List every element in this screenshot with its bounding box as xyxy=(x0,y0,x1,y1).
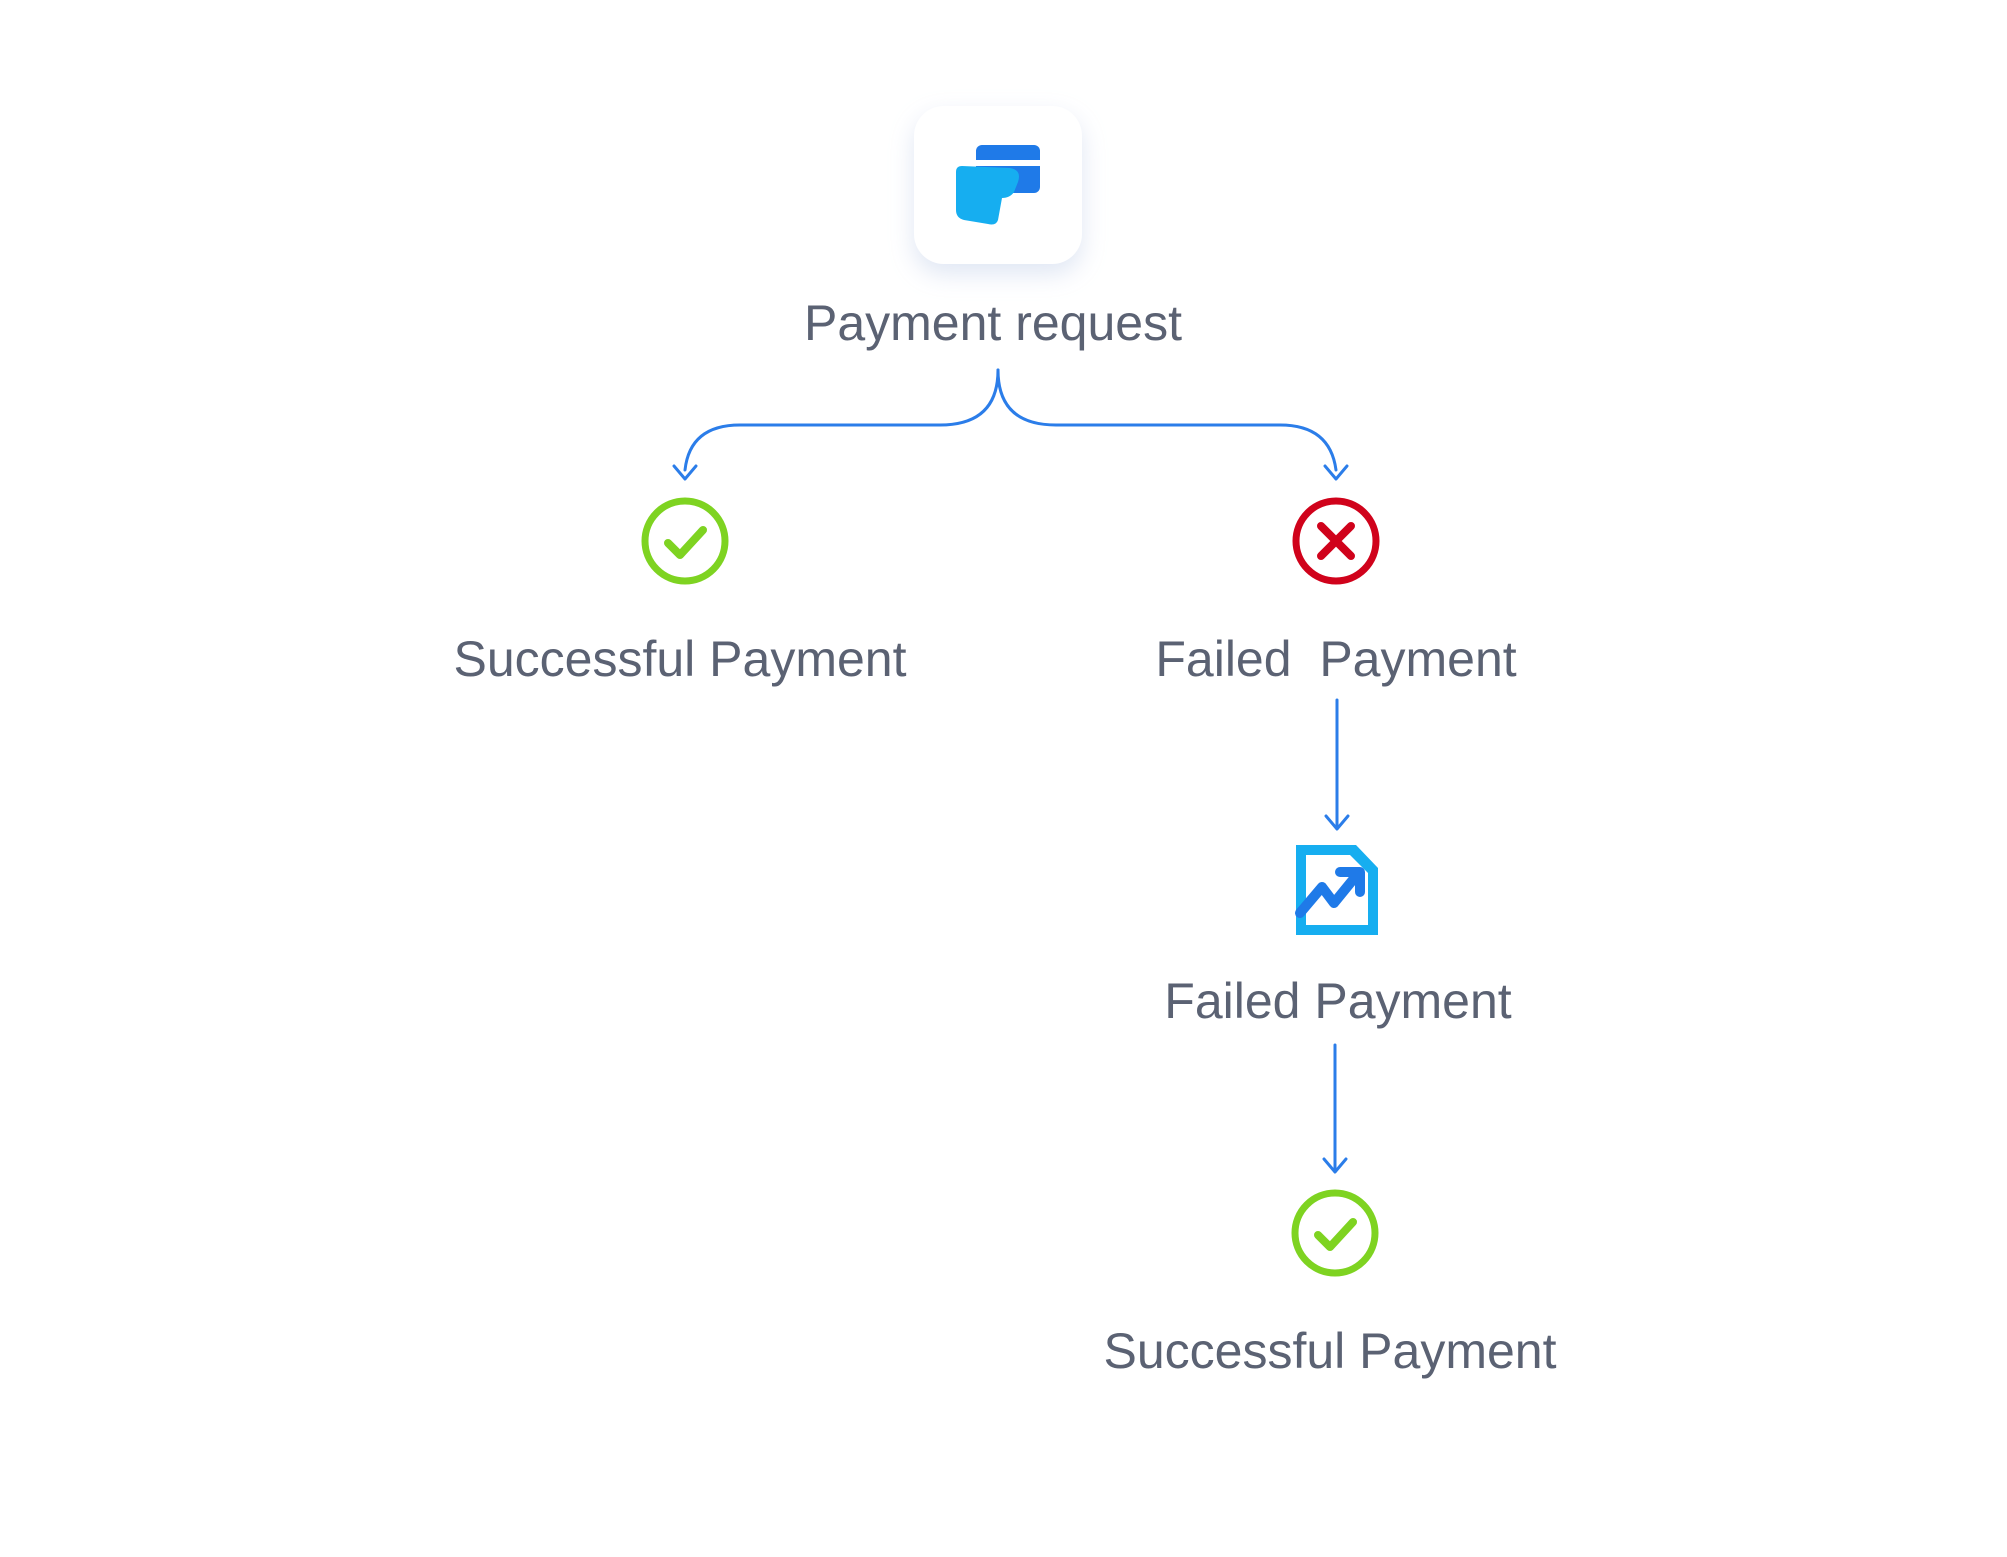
check-circle-icon xyxy=(641,497,729,585)
x-circle-icon xyxy=(1292,497,1380,585)
arrowhead-retry xyxy=(1324,814,1350,831)
node-success-left: Successful Payment xyxy=(454,497,907,687)
arrowhead-left xyxy=(672,464,698,481)
node-payment-request: Payment request xyxy=(804,106,1182,351)
payment-card-icon xyxy=(956,145,1040,225)
connector-request-to-success xyxy=(683,368,1000,472)
retry-chart-icon xyxy=(1295,845,1378,935)
check-circle-icon xyxy=(1291,1189,1379,1277)
arrowhead-success xyxy=(1322,1157,1348,1174)
success-left-label: Successful Payment xyxy=(454,631,907,687)
arrowhead-right xyxy=(1323,464,1349,481)
retry-label: Failed Payment xyxy=(1164,973,1511,1029)
node-failed: Failed Payment xyxy=(1155,497,1517,687)
connector-request-to-failed xyxy=(996,368,1338,472)
node-success-bottom: Successful Payment xyxy=(1104,1189,1557,1379)
success-bottom-label: Successful Payment xyxy=(1104,1323,1557,1379)
failed-label: Failed Payment xyxy=(1155,631,1516,687)
node-retry: Failed Payment xyxy=(1164,845,1512,1029)
payment-request-label: Payment request xyxy=(804,295,1182,351)
connectors xyxy=(672,368,1350,1174)
